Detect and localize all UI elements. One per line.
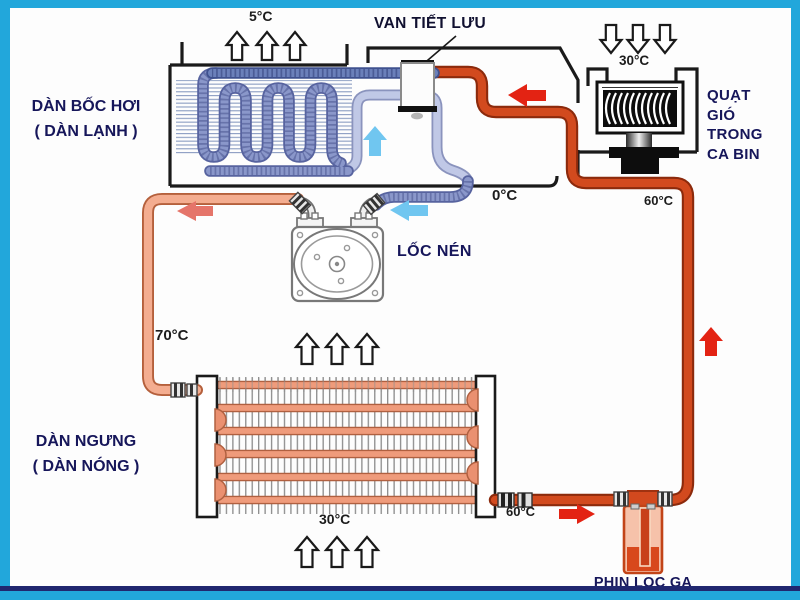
frame-left (0, 0, 10, 600)
arrow-blue-left-icon (390, 200, 428, 221)
fan-air-arrows-down (598, 23, 678, 55)
temp-cabin-air-in: 30°C (619, 53, 650, 68)
condenser-air-arrows-up (293, 535, 381, 569)
temp-liquid-line-right: 60°C (644, 193, 674, 208)
fan-blades (604, 92, 671, 125)
condenser-label-line2: ( DÀN NÓNG ) (32, 458, 140, 475)
compressor (290, 212, 385, 303)
condenser-fins (218, 377, 476, 514)
evaporator-label-line2: ( DÀN LẠNH ) (34, 123, 138, 140)
cabin-fan-label-line3: TRONG (707, 126, 763, 143)
evaporator-label: DÀN BỐC HƠI ( DÀN LẠNH ) (6, 94, 166, 144)
arrow-salmon-left-icon (177, 201, 213, 221)
arrow-red-right-icon (559, 504, 595, 524)
temp-evaporator-air-out: 5°C (249, 8, 273, 24)
cabin-fan-label-line1: QUẠT (707, 87, 751, 104)
cabin-fan-label: QUẠT GIÓ TRONG CA BIN (707, 86, 763, 164)
expansion-valve-label: VAN TIẾT LƯU (374, 15, 487, 32)
temp-condenser-air-in: 30°C (319, 511, 351, 527)
frame-bottom-navy-line (0, 586, 800, 591)
frame-top (0, 0, 800, 8)
compressor-air-arrows-up (293, 332, 381, 366)
discharge-pipe (142, 193, 304, 396)
frame-bottom (0, 591, 800, 600)
evaporator-label-line1: DÀN BỐC HƠI (31, 98, 141, 115)
condenser-label: DÀN NGƯNG ( DÀN NÓNG ) (6, 429, 166, 479)
temp-condenser-outlet: 60°C (506, 504, 536, 519)
arrow-red-up-icon (699, 327, 723, 356)
evaporator-air-arrows-up (224, 30, 308, 62)
temp-compressor-discharge: 70°C (155, 327, 189, 344)
cabin-fan (595, 80, 685, 174)
compressor-label: LỐC NÉN (397, 243, 472, 260)
frame-right (791, 0, 800, 600)
pipe-fittings (170, 191, 673, 508)
condenser-top-tube-ticks (218, 378, 476, 392)
cabin-fan-label-line4: CA BIN (707, 145, 760, 163)
arrow-red-left-icon (508, 84, 546, 107)
flow-arrows (177, 84, 723, 524)
arrow-blue-up-icon (363, 126, 387, 156)
expansion-valve (398, 60, 437, 120)
receiver-drier (622, 490, 664, 575)
cabin-fan-label-line2: GIÓ (707, 106, 736, 124)
condenser-label-line1: DÀN NGƯNG (35, 433, 137, 450)
airflow-arrows (224, 23, 678, 569)
temp-compressor-suction: 0°C (492, 187, 518, 204)
red-liquid-pipe (425, 65, 695, 507)
condenser-headers (195, 374, 497, 519)
